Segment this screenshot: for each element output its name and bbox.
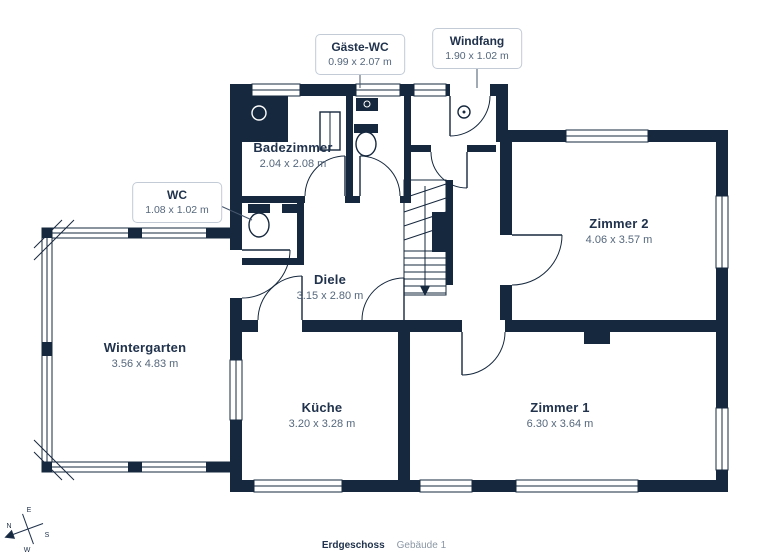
room-dims: 3.15 x 2.80 m (296, 290, 364, 302)
glazing-posts (42, 228, 230, 472)
room-name: Zimmer 2 (589, 216, 649, 231)
room-dims: 3.20 x 3.28 m (288, 418, 356, 430)
window (715, 407, 729, 471)
callout-name: Gäste-WC (331, 40, 389, 54)
room-name: Diele (313, 272, 347, 287)
window (413, 83, 447, 97)
shower (242, 96, 288, 142)
door-openings (230, 84, 490, 298)
sink (356, 98, 378, 111)
window (251, 83, 301, 97)
windows (229, 83, 729, 493)
fixtures (242, 96, 471, 238)
window (715, 195, 729, 269)
window (419, 479, 473, 493)
room-name: Küche (301, 400, 343, 415)
door-diele-hall (361, 277, 405, 321)
callout-dims: 1.90 x 1.02 m (445, 50, 509, 62)
door-zimmer1 (461, 331, 506, 376)
window (515, 479, 639, 493)
compass-w: W (24, 547, 31, 554)
door-windfang (430, 151, 468, 189)
window (355, 83, 401, 97)
room-dims: 6.30 x 3.64 m (526, 418, 594, 430)
door-wintergarten (241, 249, 291, 299)
callout-name: WC (167, 188, 187, 202)
footer: Erdgeschoss Gebäude 1 (0, 540, 768, 551)
radiator (319, 111, 341, 151)
callout-windfang: Windfang 1.90 x 1.02 m (432, 28, 522, 69)
room-label-kueche: Küche 3.20 x 3.28 m (289, 400, 356, 430)
callout-gaeste-wc: Gäste-WC 0.99 x 2.07 m (315, 34, 405, 75)
door-gaeste-wc (359, 155, 401, 197)
room-label-zimmer2: Zimmer 2 4.06 x 3.57 m (586, 216, 653, 246)
compass: E N S W (4, 507, 50, 554)
room-label-wintergarten: Wintergarten 3.56 x 4.83 m (104, 340, 186, 370)
door-zimmer2 (511, 234, 563, 286)
room-label-zimmer1: Zimmer 1 6.30 x 3.64 m (527, 400, 594, 430)
compass-e: E (27, 507, 32, 514)
floor-label: Erdgeschoss (321, 540, 385, 551)
window (565, 129, 649, 143)
wintergarten-glazing (33, 219, 231, 481)
room-dims: 4.06 x 3.57 m (585, 234, 653, 246)
corner-ticks (33, 219, 75, 481)
room-label-badezimmer: Badezimmer 2.04 x 2.08 m (253, 140, 332, 170)
toilet (354, 124, 378, 157)
staircase (403, 179, 447, 296)
callout-name: Windfang (449, 34, 505, 48)
callout-wc: WC 1.08 x 1.02 m (132, 182, 222, 223)
window (229, 359, 243, 421)
door-badezimmer (304, 155, 346, 197)
doors (241, 95, 563, 376)
compass-n: N (6, 523, 11, 530)
building-label: Gebäude 1 (396, 540, 447, 551)
sink (282, 204, 298, 213)
toilet (248, 204, 270, 238)
window (253, 479, 343, 493)
room-name: Wintergarten (103, 340, 187, 355)
compass-s: S (45, 532, 50, 539)
room-dims: 2.04 x 2.08 m (259, 158, 327, 170)
callout-dims: 1.08 x 1.02 m (145, 204, 209, 216)
door-kueche (257, 275, 303, 321)
room-name: Zimmer 1 (530, 400, 590, 415)
stair-direction-arrow (420, 186, 430, 296)
room-label-diele: Diele 3.15 x 2.80 m (297, 272, 364, 302)
room-name: Badezimmer (253, 140, 333, 155)
windfang-fixture (457, 105, 471, 119)
door-entrance (449, 95, 491, 137)
room-dims: 3.56 x 4.83 m (111, 358, 179, 370)
callout-dims: 0.99 x 2.07 m (328, 56, 392, 68)
